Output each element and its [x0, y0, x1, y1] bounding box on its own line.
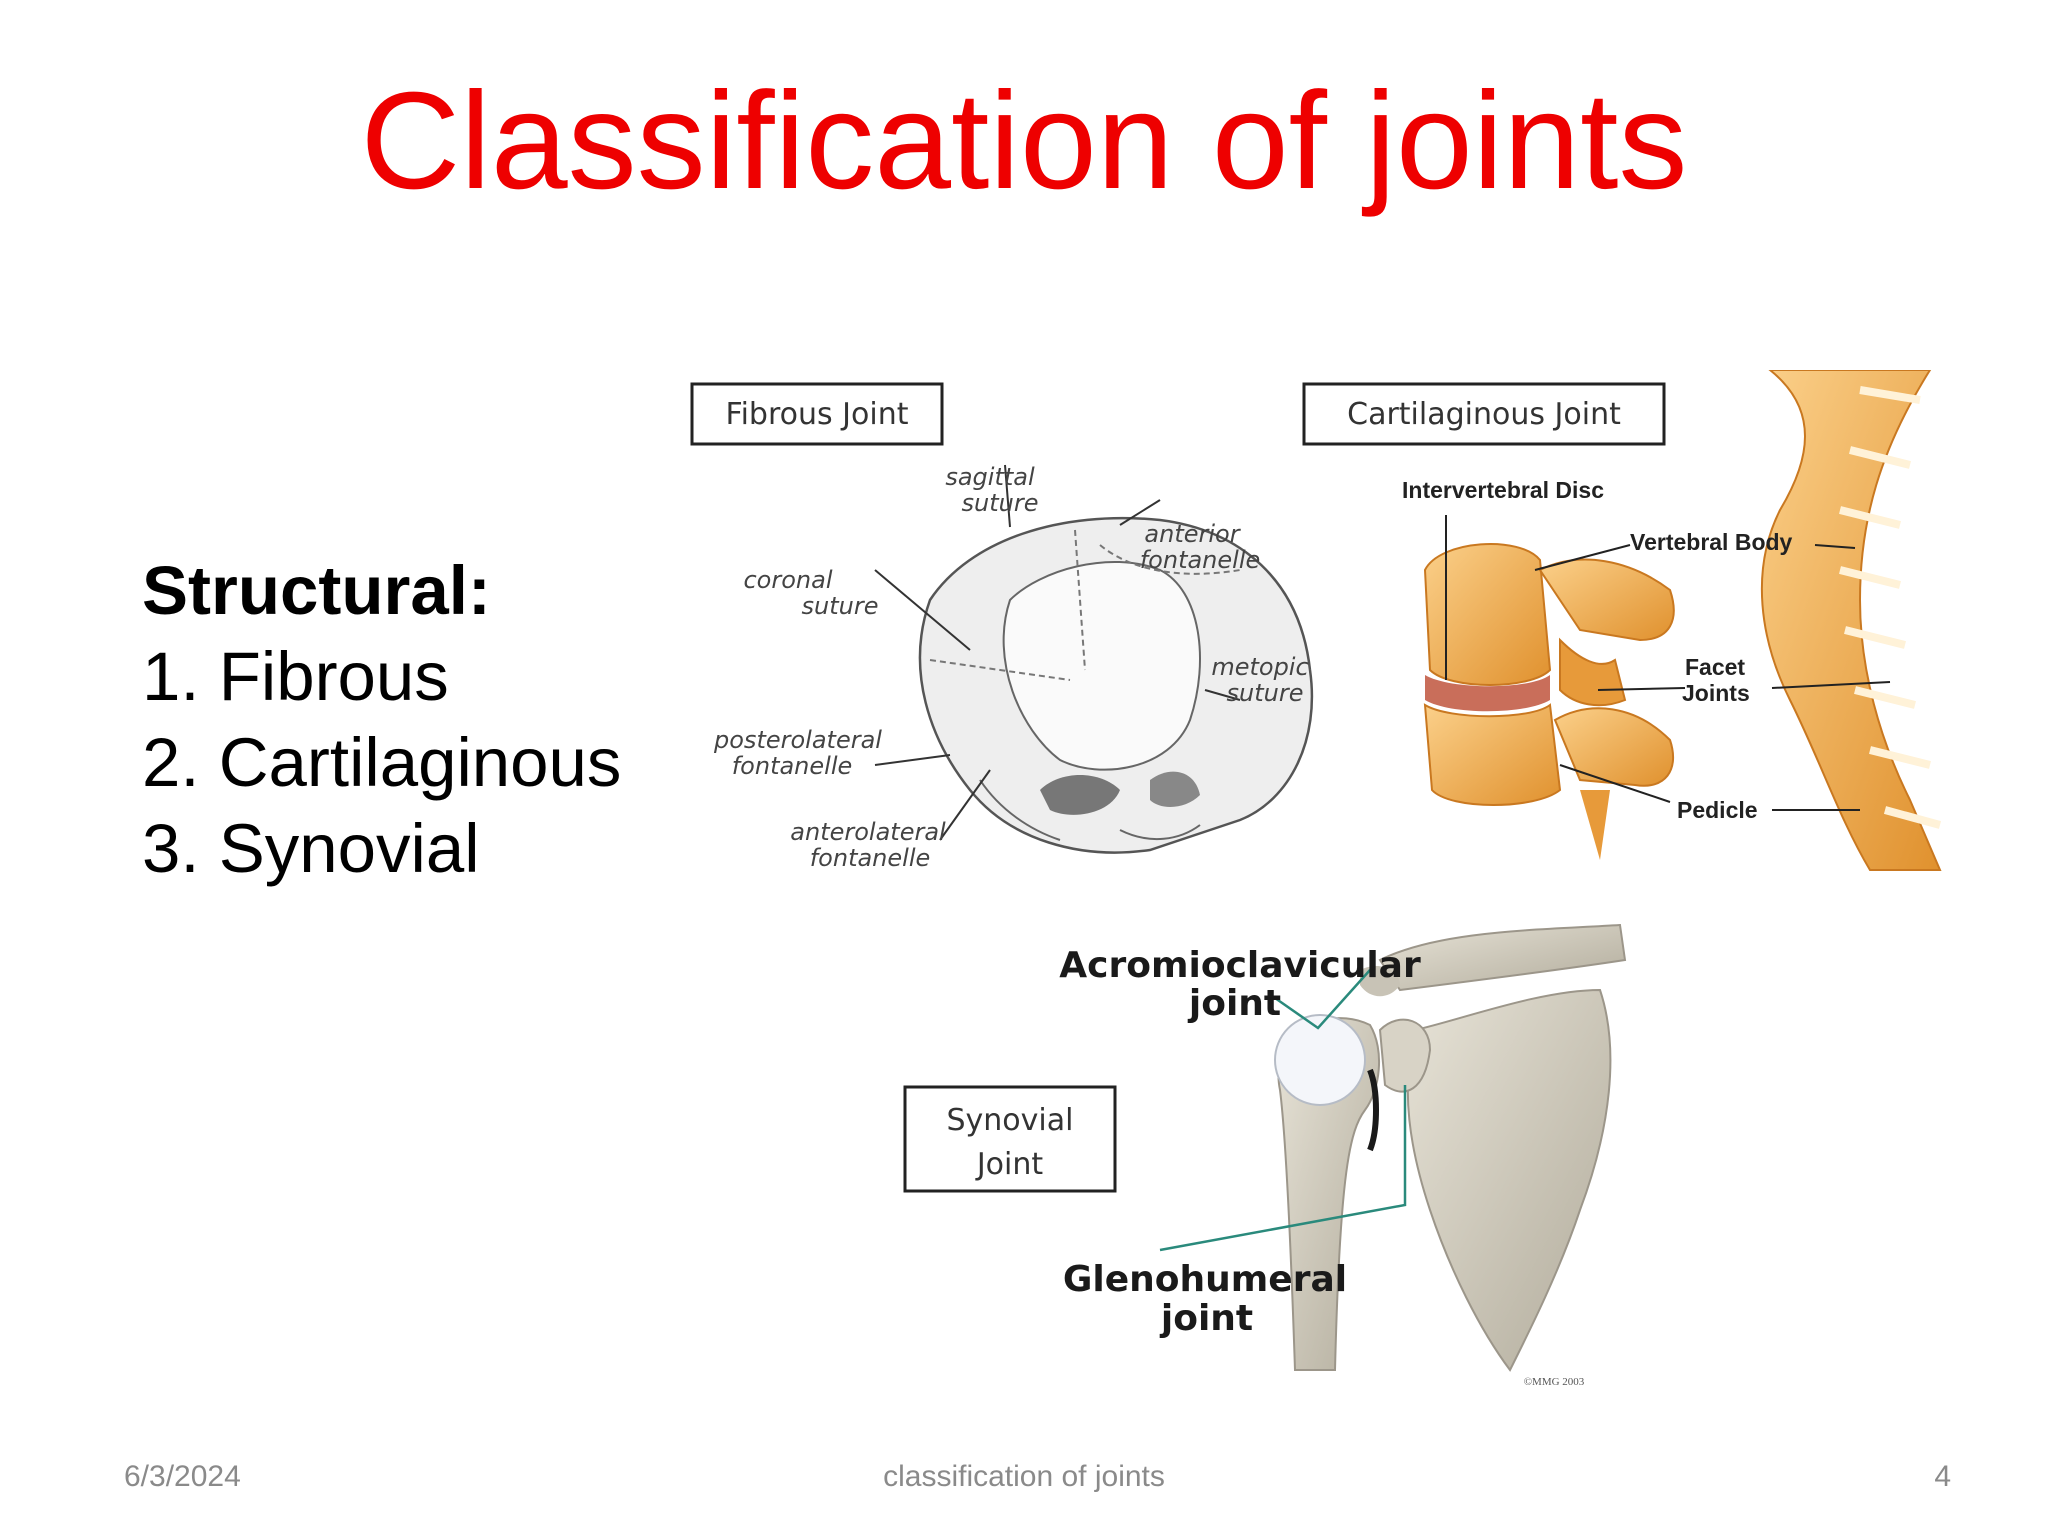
- list-item-synovial: 3. Synovial: [142, 810, 480, 887]
- infant-skull-drawing: [874, 464, 1314, 854]
- synovial-box: Synovial Joint: [903, 1085, 1117, 1193]
- label-sagittal-1: sagittal: [945, 463, 1035, 491]
- label-anterior-1: anterior: [1144, 520, 1241, 548]
- label-anterolateral-2: fontanelle: [810, 844, 931, 872]
- label-facet-1: Facet: [1685, 654, 1745, 680]
- label-coronal-1: coronal: [743, 566, 832, 594]
- label-acromioclavicular-1: Acromioclavicular: [1059, 945, 1421, 986]
- label-vertebral-body: Vertebral Body: [1630, 529, 1793, 555]
- label-anterolateral-1: anterolateral: [790, 818, 946, 846]
- vertebrae-drawing: [1423, 370, 1942, 871]
- fibrous-box: Fibrous Joint: [690, 382, 944, 446]
- label-pedicle: Pedicle: [1677, 797, 1758, 823]
- copyright-mark: ©MMG 2003: [1524, 1376, 1585, 1388]
- list-item-fibrous: 1. Fibrous: [142, 638, 449, 715]
- cartilaginous-box-label: Cartilaginous Joint: [1347, 397, 1621, 432]
- label-posterolateral-2: fontanelle: [732, 752, 853, 780]
- fibrous-box-label: Fibrous Joint: [726, 397, 909, 432]
- label-metopic-1: metopic: [1211, 653, 1308, 681]
- label-metopic-2: suture: [1227, 679, 1304, 707]
- label-facet-2: Joints: [1682, 680, 1750, 706]
- label-glenohumeral-2: joint: [1159, 1298, 1253, 1339]
- list-item-cartilaginous: 2. Cartilaginous: [142, 724, 622, 801]
- synovial-box-label-1: Synovial: [947, 1103, 1074, 1138]
- structural-heading: Structural:: [142, 552, 491, 629]
- label-posterolateral-1: posterolateral: [713, 726, 882, 754]
- label-glenohumeral-1: Glenohumeral: [1063, 1259, 1347, 1300]
- label-coronal-2: suture: [802, 592, 879, 620]
- joints-figure: Fibrous Joint sagittal suture anterior f…: [680, 370, 2020, 1410]
- label-sagittal-2: suture: [962, 489, 1039, 517]
- structural-list: Structural: 1. Fibrous 2. Cartilaginous …: [142, 548, 621, 892]
- label-intervertebral-disc: Intervertebral Disc: [1402, 477, 1604, 503]
- label-anterior-2: fontanelle: [1140, 546, 1261, 574]
- page-number: 4: [1934, 1460, 1951, 1493]
- cartilaginous-box: Cartilaginous Joint: [1302, 382, 1666, 446]
- label-acromioclavicular-2: joint: [1187, 983, 1281, 1024]
- footer-date: 6/3/2024: [124, 1460, 241, 1493]
- slide-title: Classification of joints: [360, 64, 1688, 218]
- footer-title: classification of joints: [883, 1460, 1165, 1493]
- shoulder-drawing: [1159, 923, 1627, 1372]
- synovial-box-label-2: Joint: [975, 1147, 1044, 1182]
